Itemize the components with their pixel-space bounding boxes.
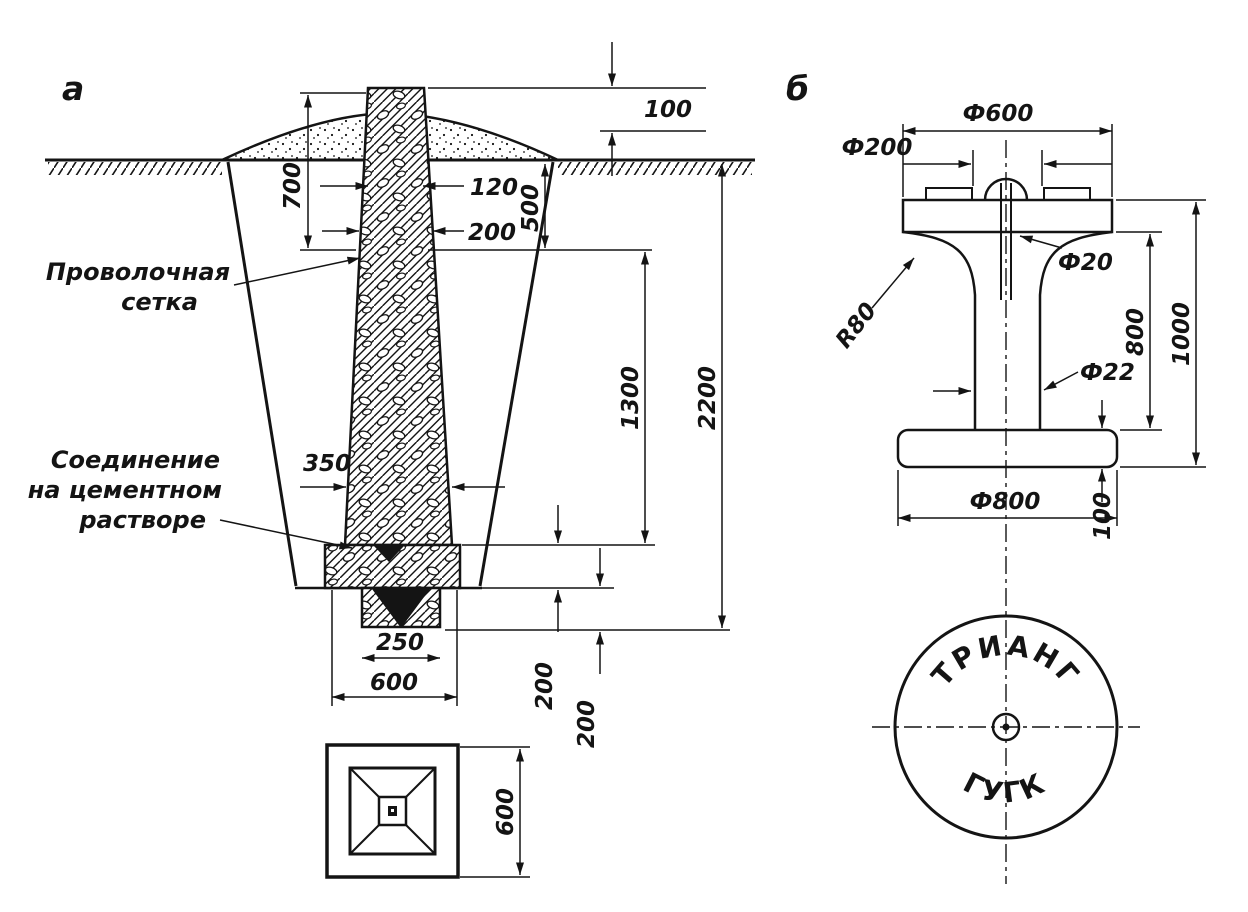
pillar-cap (901, 198, 1114, 234)
pit-wall-right (478, 161, 555, 587)
view-b-label: б (786, 69, 809, 108)
seal-inner-circle (991, 712, 1021, 742)
block-outer-square (325, 743, 460, 879)
dim-120: 120 (320, 175, 518, 201)
extension-lines-a (300, 87, 730, 878)
cap-bolt-right (1043, 187, 1091, 201)
leader-line (871, 257, 915, 309)
cap-bolt-left (925, 187, 973, 201)
dim-text: 200 (468, 220, 516, 246)
dim-f20: Ф20 (1019, 235, 1113, 276)
extension-lines-b (897, 124, 1206, 526)
block-mid-square (348, 766, 437, 856)
view-a-label: а (62, 69, 84, 108)
block-center-dot (391, 809, 394, 812)
dim-text: Ф600 (963, 101, 1034, 127)
center-mark-lower (372, 589, 430, 628)
leader-line (219, 519, 353, 550)
dim-text: 1000 (1169, 302, 1195, 366)
dim-text: 350 (303, 451, 351, 477)
dim-600-shaft: 600 (332, 670, 457, 701)
dim-text: 600 (493, 788, 519, 836)
label-line1: Проволочная (46, 258, 230, 286)
label-wire-mesh: Проволочная сетка (46, 256, 361, 316)
dim-text: 800 (1123, 308, 1149, 356)
dim-600-block: 600 (493, 749, 524, 875)
label-cement-joint: Соединение на цементном растворе (28, 446, 353, 550)
seal-outer-circle (893, 614, 1119, 840)
shaft-right-edge (1038, 230, 1113, 430)
dim-text: 200 (574, 700, 600, 748)
dim-500: 500 (518, 164, 549, 248)
leader-line (1043, 371, 1079, 391)
dim-100: 100 (608, 42, 692, 176)
dim-text: 600 (370, 670, 418, 696)
pit-wall-left (226, 161, 298, 587)
block-diagonal (405, 824, 436, 855)
dim-text: R80 (831, 298, 882, 353)
shaft-left-edge (902, 230, 977, 430)
seal-top-text: ТРИАНГ (925, 628, 1087, 692)
dim-1000: 1000 (1169, 202, 1200, 465)
view-a: а (28, 42, 755, 879)
cap-dome (983, 177, 1029, 201)
dim-200-base: 200 (574, 548, 604, 748)
seal-disc: ТРИАНГ ГУГК (872, 614, 1140, 840)
dim-f22: Ф22 (933, 360, 1135, 395)
block-diagonal (405, 767, 436, 798)
label-line3: растворе (78, 506, 206, 534)
dim-text: 700 (280, 162, 306, 210)
dim-f200: Ф200 (842, 135, 1112, 168)
dim-700: 700 (280, 95, 312, 248)
dim-1300: 1300 (618, 252, 649, 543)
dim-text: 200 (532, 662, 558, 710)
dim-f800: Ф800 (898, 489, 1117, 522)
dim-100-base: 100 (1090, 400, 1116, 540)
block-diagonal (349, 767, 380, 798)
dim-text: Ф800 (970, 489, 1041, 515)
seal-bottom-textpath: ГУГК (958, 766, 1049, 810)
dim-2200: 2200 (695, 164, 726, 628)
seal-top-textpath: ТРИАНГ (925, 628, 1084, 692)
center-mark-upper (374, 546, 404, 562)
dim-text: Ф200 (842, 135, 913, 161)
leader-line (1019, 235, 1063, 249)
dim-text: 100 (644, 97, 692, 123)
label-line2: сетка (121, 288, 198, 316)
pillar-base (896, 428, 1119, 469)
dim-text: Ф20 (1058, 250, 1113, 276)
dim-text: 2200 (695, 366, 721, 430)
view-b: б Ф600 (786, 69, 1206, 884)
dim-200-top: 200 (322, 220, 516, 246)
dim-r80: R80 (831, 257, 915, 353)
underground-mark-block (325, 743, 460, 879)
dim-250: 250 (362, 630, 440, 662)
dim-text: Ф22 (1080, 360, 1135, 386)
label-line1: Соединение (51, 446, 220, 474)
seal-center-dot (1002, 723, 1010, 731)
ground-hatch-left (48, 162, 222, 175)
leader-line (233, 256, 361, 286)
block-diagonal (349, 824, 380, 855)
ground-hatch-right (558, 162, 752, 175)
dim-text: 100 (1090, 492, 1116, 540)
dim-text: 1300 (618, 366, 644, 430)
seal-bottom-text: ГУГК (958, 766, 1052, 810)
dim-text: 120 (470, 175, 518, 201)
dim-350: 350 (300, 451, 505, 491)
dim-text: 500 (518, 184, 544, 232)
dim-800: 800 (1123, 234, 1154, 428)
label-line2: на цементном (28, 476, 222, 504)
block-inner-square (377, 795, 408, 827)
dim-200-slab: 200 (532, 505, 562, 710)
dim-f600: Ф600 (903, 101, 1112, 135)
dim-text: 250 (376, 630, 424, 656)
